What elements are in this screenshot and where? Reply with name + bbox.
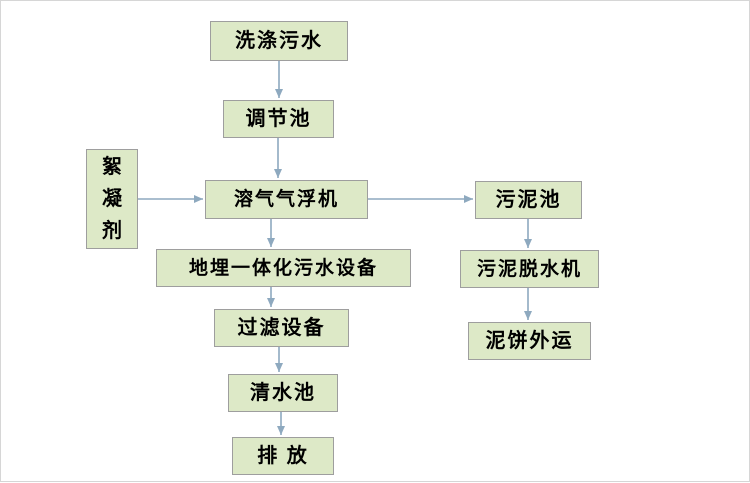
node-buried-integrated-equipment: 地埋一体化污水设备 <box>156 249 411 287</box>
node-regulation-tank: 调节池 <box>223 100 334 138</box>
node-mud-cake-transport: 泥饼外运 <box>468 322 591 360</box>
node-discharge: 排 放 <box>232 437 334 475</box>
node-sludge-tank: 污泥池 <box>475 181 582 219</box>
node-flocculant: 絮凝剂 <box>86 149 138 249</box>
node-clean-water-tank: 清水池 <box>228 374 338 412</box>
node-filter-equipment: 过滤设备 <box>214 309 349 347</box>
node-sludge-dewatering-machine: 污泥脱水机 <box>460 250 599 288</box>
node-daf-machine: 溶气气浮机 <box>205 180 368 219</box>
node-washing-wastewater: 洗涤污水 <box>210 21 348 61</box>
